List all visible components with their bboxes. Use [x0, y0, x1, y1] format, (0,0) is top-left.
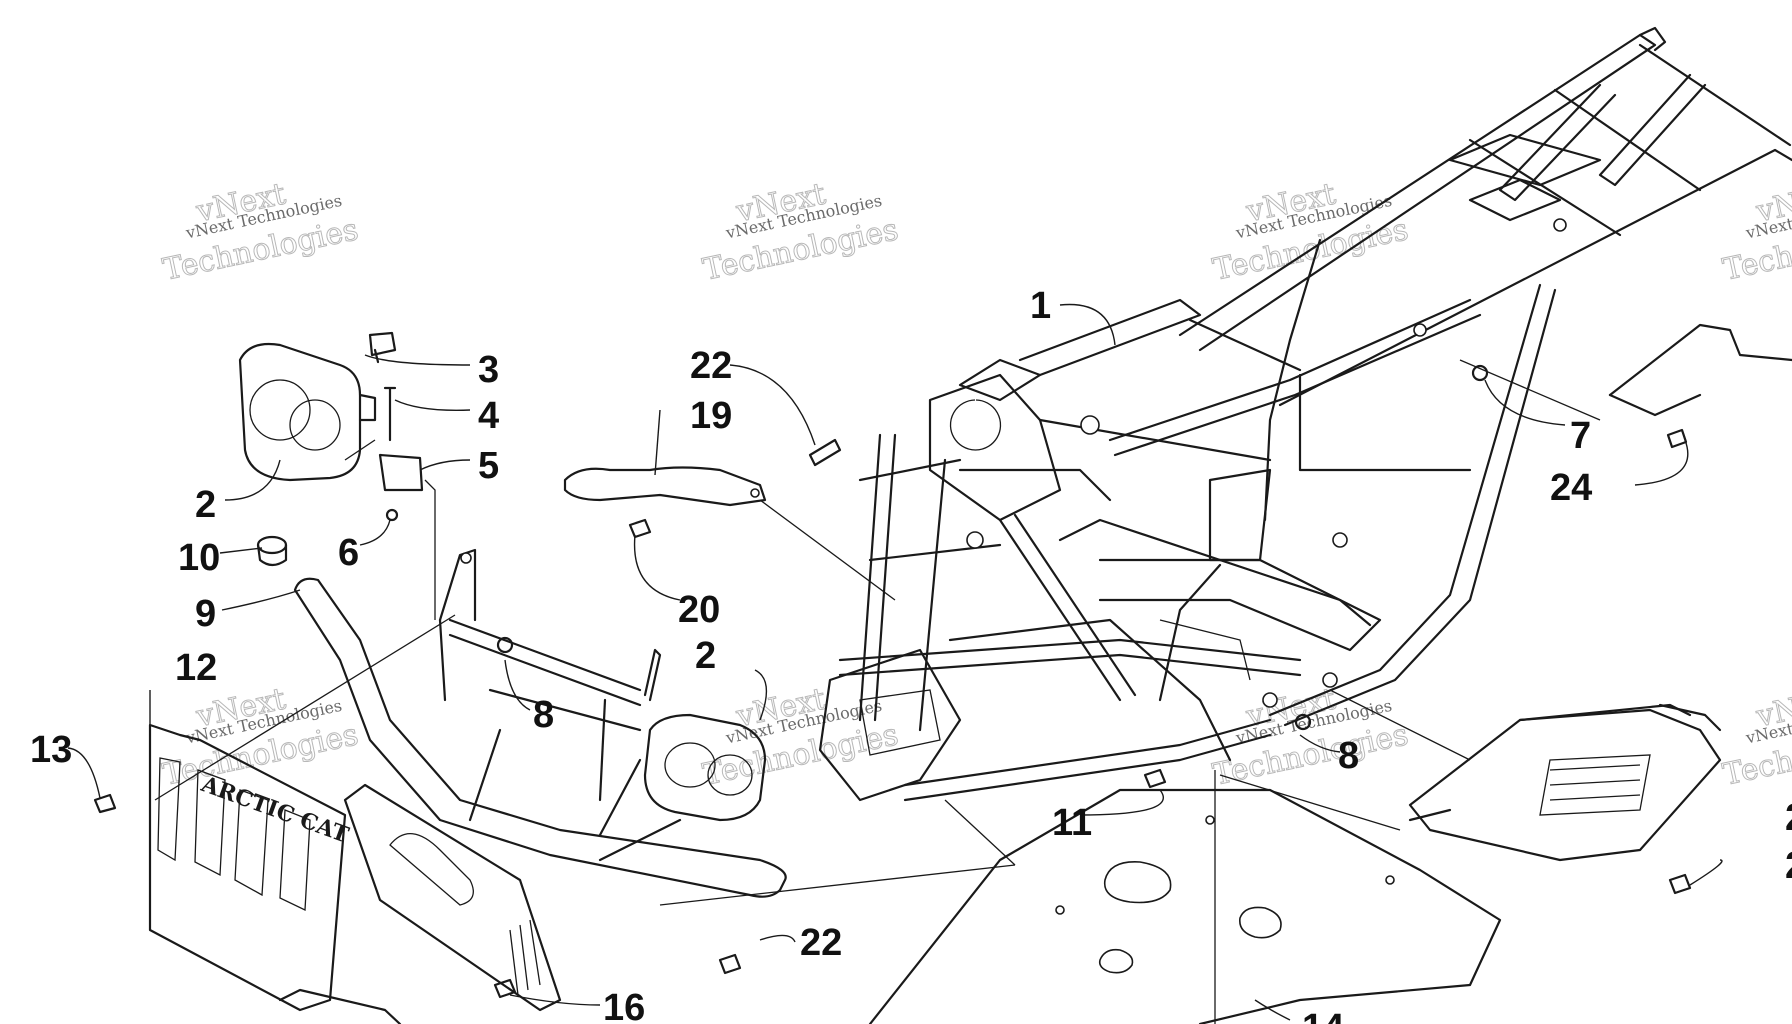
callout-5: 5: [478, 445, 499, 487]
skid-plate: [868, 788, 1502, 1024]
bolt-16: [493, 978, 517, 999]
main-frame: [818, 26, 1792, 802]
bolt-4: [383, 386, 397, 442]
callout-11: 11: [1052, 802, 1092, 844]
watermark-8: vNext vNext Technologies Technologies: [1719, 681, 1792, 793]
screw-3: [368, 331, 397, 364]
callout-3: 3: [478, 349, 499, 391]
leader-lines: [67, 303, 1723, 1021]
nut-8-left: [496, 636, 514, 654]
callout-20: 20: [678, 589, 720, 631]
bolt-20: [628, 518, 652, 539]
watermark-2: vNext vNext Technologies Technologies: [699, 176, 901, 288]
bolt-13: [93, 793, 117, 814]
headlight-left: [238, 342, 377, 482]
callout-2-edge-top: 2: [1785, 797, 1792, 839]
callout-13: 13: [30, 729, 72, 771]
grommet-10: [256, 535, 288, 567]
watermark-6: vNext vNext Technologies Technologies: [699, 681, 901, 793]
bracket-19: [563, 466, 767, 507]
callout-8-left: 8: [533, 694, 554, 736]
bumper-piece-bottom: [278, 988, 402, 1024]
bolt-22-bottom: [718, 953, 742, 975]
callout-12: 12: [175, 647, 217, 689]
watermark-1: vNext vNext Technologies Technologies: [159, 176, 361, 288]
callout-22-bottom: 22: [800, 922, 842, 964]
callout-2-edge-bottom: 2: [1785, 845, 1792, 887]
bolt-24: [1666, 428, 1688, 449]
front-bumper: [293, 577, 787, 898]
assembly-lines: [154, 359, 1601, 1024]
callout-1: 1: [1030, 285, 1051, 327]
callout-9: 9: [195, 593, 216, 635]
nut-6: [385, 508, 399, 522]
callout-2-right: 2: [695, 635, 716, 677]
bolt-11: [1143, 768, 1167, 789]
bumper-bracket: [438, 548, 662, 802]
bolt-2-edge: [1668, 873, 1692, 895]
callout-16: 16: [603, 987, 645, 1024]
callouts: 1 2 2 3 4 5 6 7 8 8 9 10 11 12 13 14 16 …: [30, 285, 1792, 1024]
callout-6: 6: [338, 532, 359, 574]
front-panel: [343, 783, 562, 1012]
grille-logo: ARCTIC CAT: [197, 771, 353, 849]
rear-guard: [1608, 323, 1792, 417]
callout-14: 14: [1302, 1007, 1344, 1024]
callout-24: 24: [1550, 467, 1592, 509]
bolt-22-top: [808, 438, 842, 467]
watermark-3: vNext vNext Technologies Technologies: [1209, 176, 1411, 288]
callout-22-top: 22: [690, 345, 732, 387]
nut-7: [1471, 364, 1489, 382]
callout-7: 7: [1570, 415, 1591, 457]
callout-10: 10: [178, 537, 220, 579]
headlight-right: [643, 713, 767, 822]
callout-19: 19: [690, 395, 732, 437]
footrest-right: [1408, 703, 1722, 862]
watermark-4: vNext vNext Technologies Technologies: [1719, 176, 1792, 288]
callout-4: 4: [478, 395, 499, 437]
callout-8-right: 8: [1338, 735, 1359, 777]
bracket-5: [344, 439, 424, 492]
nut-8-right: [1294, 713, 1312, 731]
callout-2-left: 2: [195, 484, 216, 526]
